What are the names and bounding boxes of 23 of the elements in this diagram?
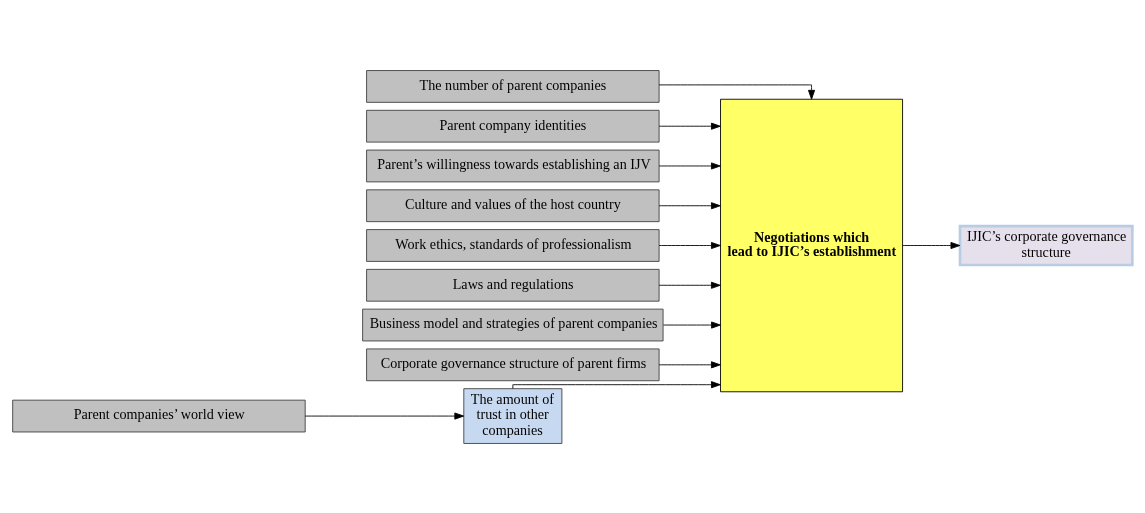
arrow — [658, 122, 721, 130]
node-box: IJIC’s corporate governance structure — [958, 224, 1134, 266]
arrow — [658, 161, 721, 169]
node-box: The amount of trust in other companies — [463, 387, 563, 444]
arrow — [658, 241, 721, 249]
arrow — [304, 412, 465, 420]
node-box: Parent company identities — [366, 109, 660, 143]
arrow — [658, 83, 816, 100]
arrow — [658, 360, 721, 368]
node-box: Culture and values of the host country — [366, 188, 660, 222]
arrow — [658, 201, 721, 209]
node-box: The number of parent companies — [366, 69, 660, 103]
node-box: Corporate governance structure of parent firms — [366, 347, 660, 381]
arrow — [658, 281, 721, 289]
node-box: Work ethics, standards of professionalism — [366, 228, 660, 262]
node-box: Laws and regulations — [366, 268, 660, 302]
node-box: Negotiations which lead to IJIC’s establishment — [720, 98, 903, 392]
arrow — [902, 241, 961, 249]
node-box: Parent’s willingness towards establishing an IJV — [366, 149, 660, 182]
arrow — [663, 321, 721, 329]
node-box: Parent companies’ world view — [12, 399, 306, 432]
node-box: Business model and strategies of parent companies — [362, 308, 664, 341]
arrow — [512, 380, 721, 389]
